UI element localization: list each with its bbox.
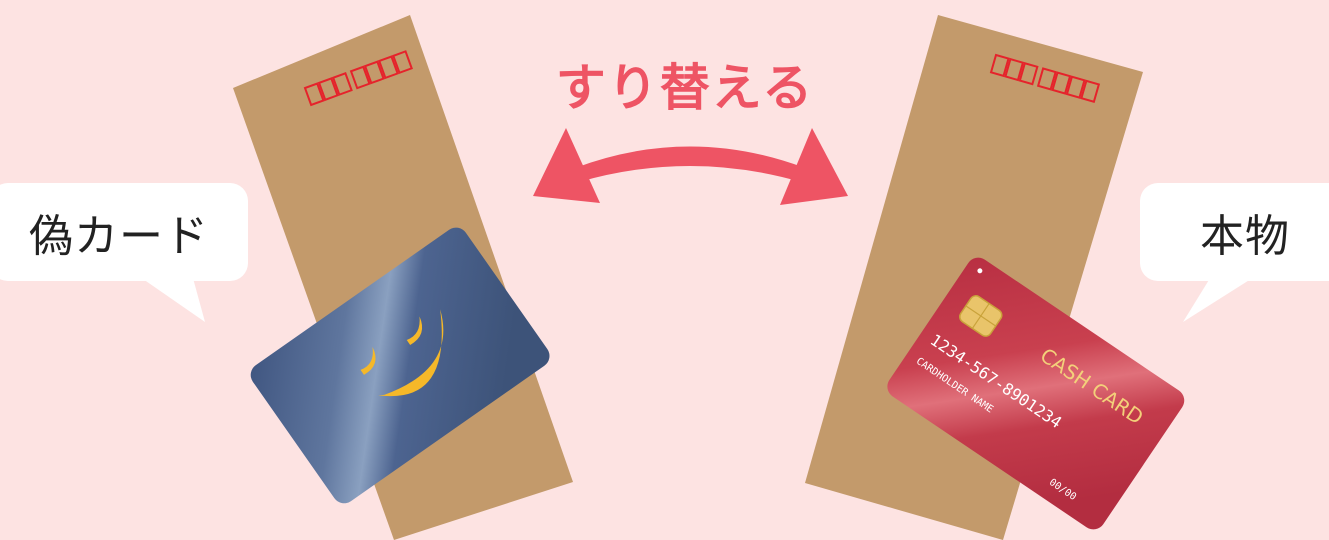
right-postal-code-boxes [989, 53, 1101, 104]
fake-card-label: 偽カード [29, 211, 209, 262]
real-cash-card: CASH CARD 1234-567-8901234 CARDHOLDER NA… [887, 257, 1185, 530]
swap-title: すり替える [555, 59, 815, 117]
fake-card [250, 227, 550, 504]
real-card-label: 本物 [1200, 211, 1290, 262]
real-card-speech-bubble: 本物 [1140, 183, 1329, 281]
fake-card-speech-bubble: 偽カード [0, 183, 248, 281]
ic-chip-icon [959, 295, 1003, 337]
card-corner-dot [977, 268, 983, 274]
smile-face-icon [360, 309, 444, 397]
left-postal-code-boxes [303, 50, 413, 107]
double-headed-arrow-icon [533, 128, 848, 205]
